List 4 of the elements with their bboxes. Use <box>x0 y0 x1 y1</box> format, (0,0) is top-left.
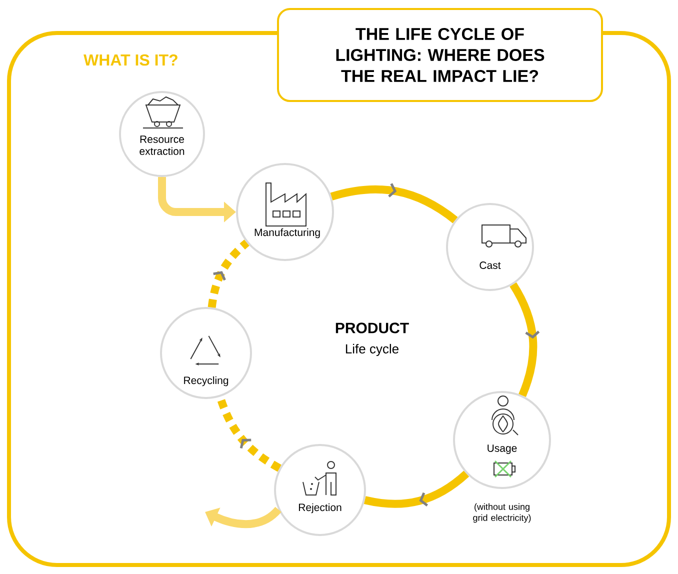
center-label: Life cycle <box>346 344 398 356</box>
title-box: THE LIFE CYCLE OF LIGHTING: WHERE DOES THE REAL IMPACT LIE? <box>277 8 603 102</box>
center-label: PRODUCT <box>336 322 409 334</box>
node-caption: (without using grid electricity) <box>473 503 531 523</box>
